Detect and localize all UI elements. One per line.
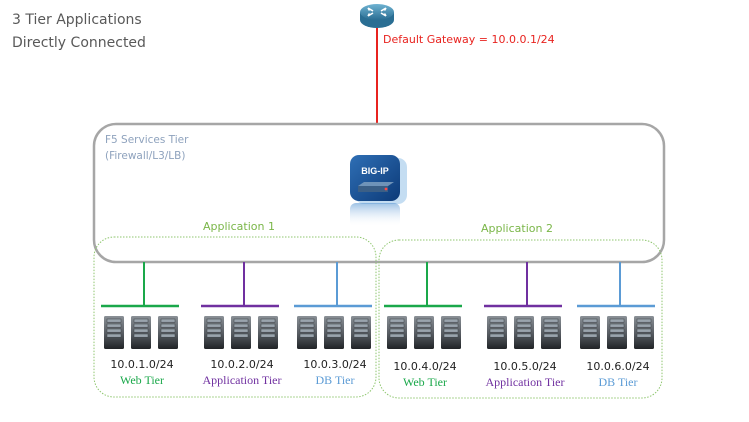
tier-2-1 [384, 262, 462, 349]
tier-subnet-label: 10.0.6.0/24 [586, 360, 650, 373]
big-ip-label: BIG-IP [361, 166, 389, 176]
tier-name-label: DB Tier [315, 373, 355, 387]
tier-subnet-label: 10.0.4.0/24 [393, 360, 457, 373]
server-icon[interactable] [514, 316, 534, 349]
tier-name-label: Web Tier [119, 373, 165, 387]
application-1-label: Application 1 [203, 220, 275, 233]
tier-subnet-label: 10.0.1.0/24 [110, 358, 174, 371]
tier-2-2 [484, 262, 562, 349]
server-icon[interactable] [541, 316, 561, 349]
page-title-line1: 3 Tier Applications [12, 12, 142, 28]
server-icon[interactable] [258, 316, 278, 349]
server-icon[interactable] [580, 316, 600, 349]
router-icon[interactable] [360, 4, 394, 28]
services-tier-subtitle: (Firewall/L3/LB) [105, 150, 186, 162]
tier-2-3 [577, 262, 655, 349]
tier-name-label: Application Tier [202, 373, 282, 387]
server-icon[interactable] [351, 316, 371, 349]
tier-subnet-label: 10.0.3.0/24 [303, 358, 367, 371]
tier-name-label: Application Tier [485, 375, 565, 389]
tier-1-3 [294, 262, 372, 349]
server-icon[interactable] [158, 316, 178, 349]
default-gateway-label: Default Gateway = 10.0.0.1/24 [383, 33, 555, 46]
application-2-box [378, 239, 663, 399]
tier-name-label: DB Tier [598, 375, 638, 389]
application-2-label: Application 2 [481, 222, 553, 235]
page-title-line2: Directly Connected [12, 35, 146, 51]
tier-subnet-label: 10.0.2.0/24 [210, 358, 274, 371]
server-icon[interactable] [607, 316, 627, 349]
server-icon[interactable] [487, 316, 507, 349]
big-ip-icon[interactable]: BIG-IP [350, 155, 407, 227]
tier-name-label: Web Tier [402, 375, 448, 389]
tier-1-2 [201, 262, 279, 349]
tier-subnet-label: 10.0.5.0/24 [493, 360, 557, 373]
server-icon[interactable] [231, 316, 251, 349]
server-icon[interactable] [297, 316, 317, 349]
services-tier-title: F5 Services Tier [105, 134, 189, 146]
server-icon[interactable] [131, 316, 151, 349]
server-icon[interactable] [634, 316, 654, 349]
server-icon[interactable] [441, 316, 461, 349]
application-1-box [93, 236, 377, 398]
server-icon[interactable] [387, 316, 407, 349]
tier-1-1 [101, 262, 179, 349]
server-icon[interactable] [414, 316, 434, 349]
server-icon[interactable] [104, 316, 124, 349]
server-icon[interactable] [324, 316, 344, 349]
server-icon[interactable] [204, 316, 224, 349]
